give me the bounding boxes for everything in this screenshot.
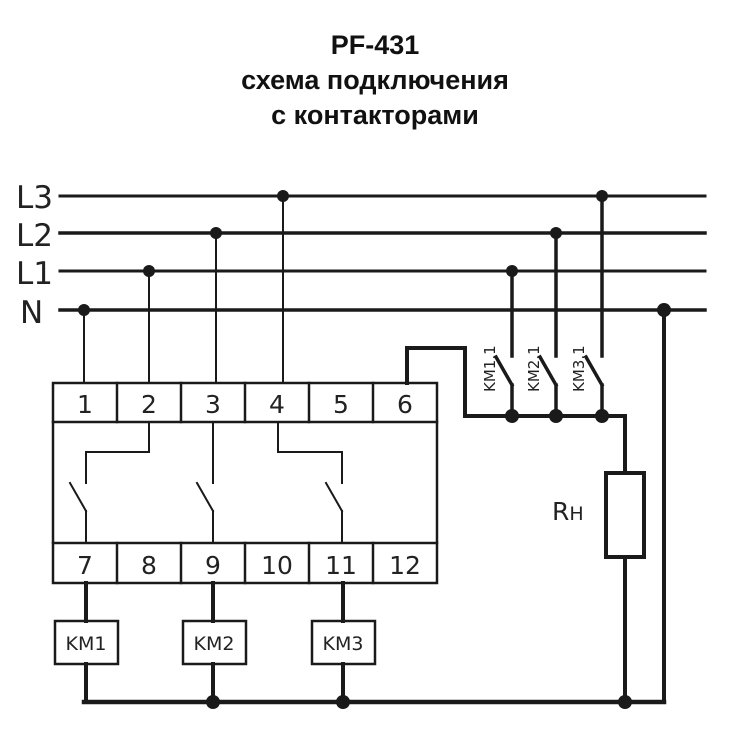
junction-dot xyxy=(549,409,563,423)
title-line2: схема подключения xyxy=(241,65,509,95)
junction-dot xyxy=(618,695,632,709)
bus-label-L3: L3 xyxy=(16,180,53,216)
relay-column-dividers xyxy=(115,381,375,585)
internal-contact-1 xyxy=(68,421,150,544)
terminal-1: 1 xyxy=(77,390,93,419)
terminal-3: 3 xyxy=(205,390,221,419)
coil-KM3 xyxy=(310,619,377,666)
terminal-6: 6 xyxy=(397,390,413,419)
bus-label-L2: L2 xyxy=(16,218,53,254)
junction-dot xyxy=(210,227,222,239)
terminal-7: 7 xyxy=(77,551,93,580)
terminal-4: 4 xyxy=(269,390,285,419)
contact-label-KM1-1: KM1.1 xyxy=(481,345,499,392)
junction-dot xyxy=(506,265,518,277)
terminal-5: 5 xyxy=(333,390,349,419)
junction-dot xyxy=(143,265,155,277)
load-resistor xyxy=(604,471,646,559)
bus-label-L1: L1 xyxy=(16,256,53,292)
contactor-contact-KM1-1 xyxy=(493,269,515,418)
contact-label-KM2-1: KM2.1 xyxy=(525,345,543,392)
coil-KM1 xyxy=(53,619,120,666)
terminal-12: 12 xyxy=(389,551,421,580)
junction-dot xyxy=(336,695,350,709)
junction-dot xyxy=(550,227,562,239)
wire-6-to-load xyxy=(405,346,627,474)
internal-contact-2 xyxy=(195,421,215,544)
junction-dot xyxy=(596,190,608,202)
junction-dots xyxy=(78,190,671,709)
contactor-contact-KM3-1 xyxy=(583,194,605,418)
coil-label-KM2: KM2 xyxy=(194,633,235,655)
coil-KM2 xyxy=(181,619,248,666)
internal-contact-3 xyxy=(277,421,344,544)
junction-dot xyxy=(277,190,289,202)
junction-dot xyxy=(78,304,90,316)
title-model: PF-431 xyxy=(330,30,420,60)
terminal-10: 10 xyxy=(261,551,293,580)
junction-dot xyxy=(595,409,609,423)
terminal-11: 11 xyxy=(325,551,357,580)
coil-label-KM1: KM1 xyxy=(66,633,107,655)
junction-dot xyxy=(206,695,220,709)
terminal-2: 2 xyxy=(141,390,157,419)
bus-label-N: N xyxy=(20,295,43,331)
junction-dot xyxy=(505,409,519,423)
coil-label-KM3: KM3 xyxy=(323,633,364,655)
terminal-9: 9 xyxy=(205,551,221,580)
title-line3: с контакторами xyxy=(271,100,479,130)
junction-dot xyxy=(657,303,671,317)
load-label: RН xyxy=(552,497,584,526)
contact-label-KM3-1: KM3.1 xyxy=(570,345,588,392)
terminal-8: 8 xyxy=(141,551,157,580)
